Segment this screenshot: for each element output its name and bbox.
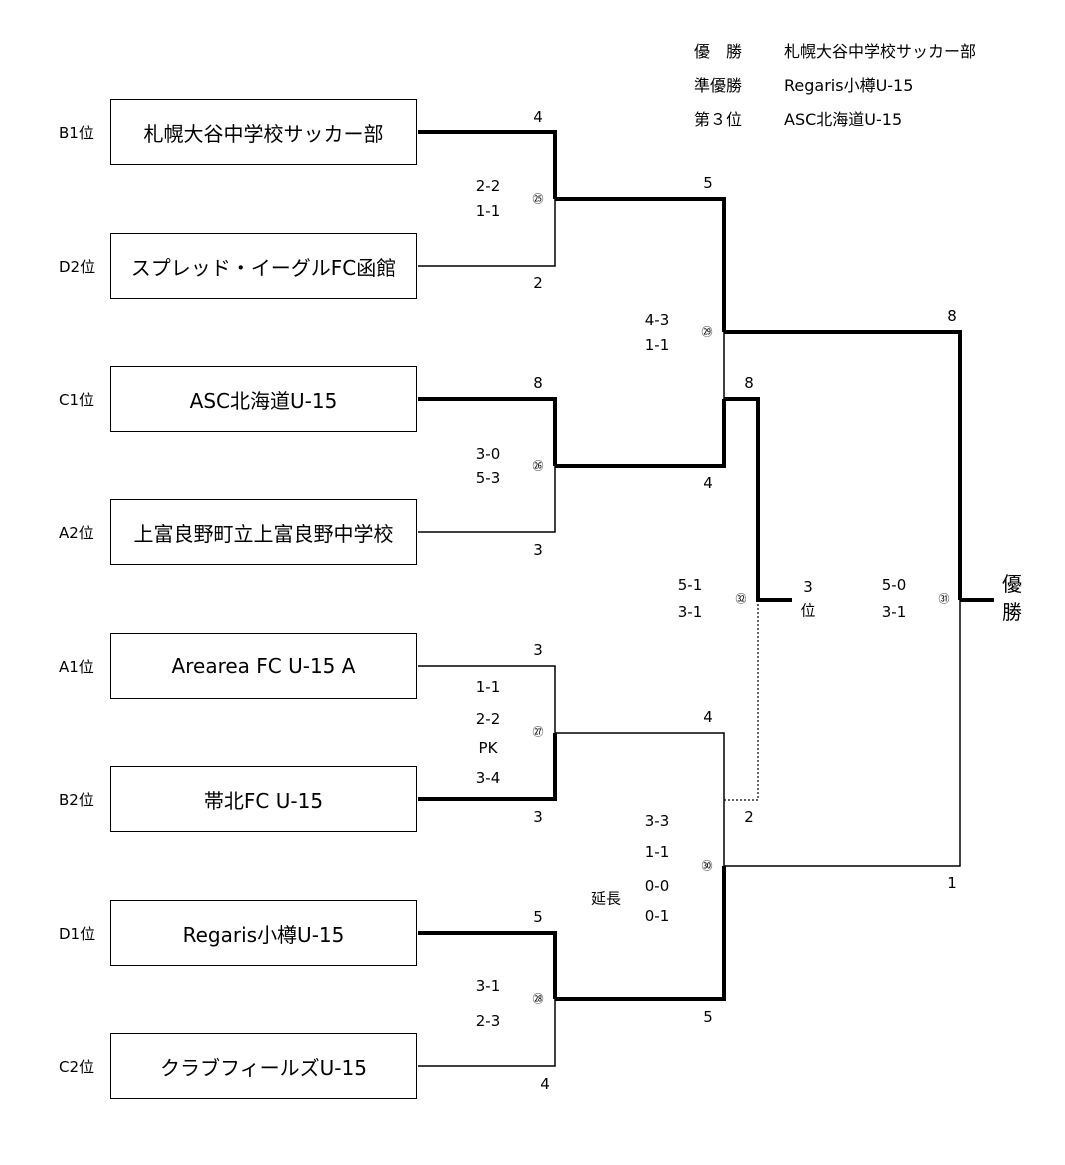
- seed-label: C1位: [59, 391, 95, 409]
- team-name: クラブフィールズU-15: [160, 1055, 367, 1080]
- bracket-line-m29-loser: [555, 332, 725, 467]
- score-total: 5: [703, 174, 713, 192]
- score-total: 8: [533, 374, 543, 392]
- bracket-line-final-winner: [724, 330, 962, 600]
- bracket-line-m26-loser: [418, 466, 556, 533]
- team-name: ASC北海道U-15: [189, 388, 338, 413]
- seed-label: A2位: [59, 524, 94, 542]
- half-score: 5-0: [881, 576, 907, 594]
- result-rank-3: 第３位: [694, 110, 743, 129]
- team-box: Arearea FC U-15 A: [110, 633, 417, 699]
- score-total: 2: [533, 274, 543, 292]
- bracket-line-m25-winner: [418, 130, 557, 199]
- score-total: 4: [703, 474, 713, 492]
- bracket-line-m27-winner: [418, 733, 557, 801]
- match-number: ㉙: [701, 325, 713, 339]
- seed-label: C2位: [59, 1058, 95, 1076]
- result-team-3: ASC北海道U-15: [784, 110, 903, 129]
- team-name: 上富良野町立上富良野中学校: [133, 521, 394, 546]
- team-name: スプレッド・イーグルFC函館: [130, 255, 397, 280]
- score-total: 8: [744, 374, 754, 392]
- half-score: 2-3: [475, 1012, 501, 1030]
- bracket-line-m27-loser: [418, 665, 556, 733]
- third-place-label-char: 3: [803, 578, 813, 596]
- match-number: ㉜: [735, 592, 747, 606]
- result-team-1: 札幌大谷中学校サッカー部: [784, 42, 977, 61]
- match-number: ㉕: [532, 192, 544, 206]
- score-total: 4: [540, 1075, 550, 1093]
- half-score: 1-1: [475, 202, 501, 220]
- score-total: 8: [947, 307, 957, 325]
- half-score: 3-0: [475, 445, 501, 463]
- match-number: ㉖: [532, 459, 544, 473]
- team-box: ASC北海道U-15: [110, 366, 417, 432]
- seed-label: D2位: [59, 258, 96, 276]
- team-name: Arearea FC U-15 A: [171, 654, 356, 678]
- score-total: 5: [533, 908, 543, 926]
- half-score: 3-1: [881, 603, 907, 621]
- score-total: 2: [744, 808, 754, 826]
- bracket-line-m29-loser-bold: [555, 399, 726, 468]
- team-box: Regaris小樽U-15: [110, 900, 417, 966]
- seed-label: B1位: [59, 124, 94, 142]
- half-score: 1-1: [644, 336, 670, 354]
- score-total: 3: [533, 808, 543, 826]
- match-number: ㉛: [938, 592, 950, 606]
- team-box: 帯北FC U-15: [110, 766, 417, 832]
- half-score: 1-1: [475, 678, 501, 696]
- match-number: ㉗: [532, 725, 544, 739]
- half-score: 2-2: [475, 177, 501, 195]
- pk-label: PK: [478, 739, 498, 757]
- result-team-2: Regaris小樽U-15: [784, 76, 914, 95]
- bracket-line-m29-winner: [555, 197, 726, 332]
- bracket-line-m30-winner: [555, 866, 726, 1001]
- seed-label: A1位: [59, 658, 94, 676]
- half-score: 3-1: [677, 603, 703, 621]
- score-total: 4: [703, 708, 713, 726]
- third-place-label-char: 位: [800, 601, 816, 620]
- bracket-line-m30-upper: [555, 732, 725, 866]
- score-total: 5: [703, 1008, 713, 1026]
- half-score: 2-2: [475, 710, 501, 728]
- bracket-line-m25-loser: [418, 199, 556, 267]
- half-score: 4-3: [644, 311, 670, 329]
- team-box: スプレッド・イーグルFC函館: [110, 233, 417, 299]
- score-total: 3: [533, 641, 543, 659]
- champion-label-char: 勝: [1002, 600, 1022, 624]
- champion-label-char: 優: [1002, 572, 1022, 596]
- score-total: 4: [533, 108, 543, 126]
- result-rank-2: 準優勝: [694, 76, 743, 95]
- match-number: ㉚: [701, 859, 713, 873]
- team-box: クラブフィールズU-15: [110, 1033, 417, 1099]
- match-number: ㉘: [532, 992, 544, 1006]
- team-name: Regaris小樽U-15: [182, 922, 345, 947]
- half-score: 1-1: [644, 843, 670, 861]
- half-score: 0-0: [644, 877, 670, 895]
- team-name: 帯北FC U-15: [203, 788, 324, 813]
- half-score: 3-1: [475, 977, 501, 995]
- team-box: 上富良野町立上富良野中学校: [110, 499, 417, 565]
- seed-label: B2位: [59, 791, 94, 809]
- bracket-line-third-loser: [724, 600, 759, 801]
- team-name: 札幌大谷中学校サッカー部: [143, 121, 384, 146]
- extra-time-label: 延長: [590, 889, 622, 908]
- bracket-line-m28-loser: [418, 999, 556, 1067]
- half-score: 5-1: [677, 576, 703, 594]
- half-score: 3-4: [475, 769, 501, 787]
- bracket-line-m26-winner: [418, 397, 557, 466]
- team-box: 札幌大谷中学校サッカー部: [110, 99, 417, 165]
- champion-label: 優 勝: [1000, 570, 1024, 626]
- result-rank-1: 優 勝: [694, 42, 743, 61]
- bracket-line-m28-winner: [418, 931, 557, 999]
- half-score: 0-1: [644, 907, 670, 925]
- seed-label: D1位: [59, 925, 96, 943]
- half-score: 5-3: [475, 469, 501, 487]
- score-total: 1: [947, 874, 957, 892]
- bracket-line-third-winner: [724, 397, 792, 602]
- bracket-line-final-loser: [724, 600, 961, 867]
- half-score: 3-3: [644, 812, 670, 830]
- score-total: 3: [533, 541, 543, 559]
